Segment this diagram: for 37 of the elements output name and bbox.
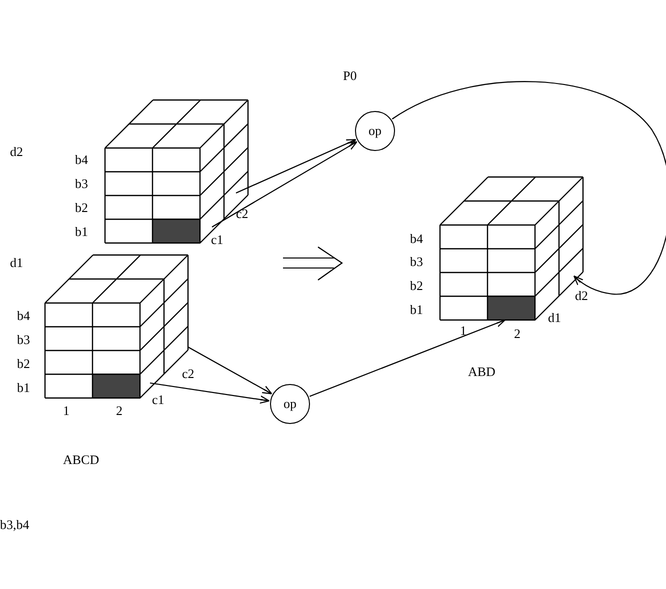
note-text: b3,b4 [0, 517, 30, 532]
column-number: 1 [460, 323, 466, 338]
operator-circle: op [270, 384, 310, 424]
row-label: b1 [75, 224, 88, 239]
row-label: b3 [75, 176, 88, 191]
dimension-label: d1 [548, 310, 561, 325]
row-label: b1 [410, 302, 423, 317]
column-label: c2 [236, 206, 248, 221]
row-label: b1 [17, 380, 30, 395]
row-label: b4 [410, 231, 423, 246]
dimension-label: d2 [10, 144, 23, 159]
row-label: b2 [17, 356, 30, 371]
arrow [309, 319, 506, 397]
arrow [236, 139, 356, 194]
operator-circle: op [355, 111, 395, 151]
column-number: 1 [63, 403, 70, 418]
column-label: c1 [211, 232, 224, 247]
dimension-label: d2 [575, 288, 588, 303]
arrow [150, 382, 270, 404]
row-label: b4 [75, 152, 88, 167]
cube-caption: ABD [468, 364, 496, 379]
arrow [212, 141, 358, 228]
cube-caption: ABCD [63, 452, 100, 467]
column-label: c2 [182, 366, 194, 381]
column-number: 2 [116, 403, 122, 418]
column-number: 2 [514, 326, 520, 341]
process-label: P0 [343, 68, 357, 83]
arrow [188, 346, 272, 394]
row-label: b3 [17, 332, 30, 347]
row-label: b2 [75, 200, 88, 215]
cube-drawing [104, 99, 249, 244]
row-label: b3 [410, 254, 423, 269]
column-label: c1 [152, 392, 164, 407]
row-label: b4 [17, 308, 30, 323]
arrow [392, 81, 666, 295]
row-label: b2 [410, 278, 423, 293]
dimension-label: d1 [10, 255, 23, 270]
